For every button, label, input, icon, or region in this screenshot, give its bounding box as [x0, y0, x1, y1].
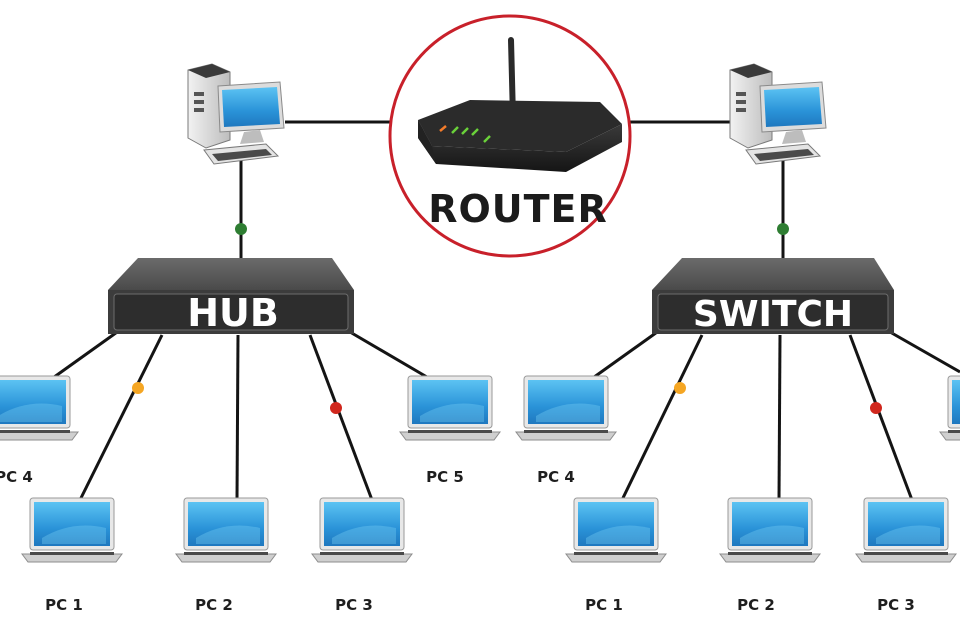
cable-switch-edge: [889, 330, 960, 374]
cable-hub-pc1: [78, 334, 164, 501]
connector-orange: [132, 382, 144, 394]
cable-switch-pc4: [589, 328, 661, 382]
laptop-icon: [0, 375, 79, 441]
hub-pc-label: PC 4: [0, 468, 33, 486]
hub-pc-label: PC 1: [45, 596, 83, 614]
connector-red: [870, 402, 882, 414]
laptop-icon: [311, 497, 413, 563]
connector-red: [330, 402, 342, 414]
laptop-icon: [939, 375, 960, 441]
switch-pc-label: PC 2: [737, 596, 775, 614]
router-label: ROUTER: [428, 187, 608, 231]
laptop-icon: [565, 497, 667, 563]
cable-hub-pc3: [308, 334, 374, 501]
cable-hub-pc4: [49, 328, 121, 382]
laptop-icon: [399, 375, 501, 441]
hub-device: [108, 258, 354, 334]
hub-pc-label: PC 5: [426, 468, 464, 486]
switch-pc-label: PC 4: [537, 468, 575, 486]
cable-hub-pc5: [349, 330, 433, 382]
desktop-computer-icon: [187, 63, 285, 165]
switch-label: SWITCH: [693, 294, 853, 335]
switch-pc-label: PC 1: [585, 596, 623, 614]
switch-device: [652, 258, 894, 334]
laptop-icon: [515, 375, 617, 441]
laptop-icon: [21, 497, 123, 563]
connector-green: [235, 223, 247, 235]
cable-switch-pc1: [620, 334, 704, 501]
connector-orange: [674, 382, 686, 394]
laptop-icon: [855, 497, 957, 563]
hub-pc-label: PC 2: [195, 596, 233, 614]
router-icon: [418, 37, 622, 172]
cable-hub-pc2: [235, 334, 240, 501]
desktop-computer-icon: [729, 63, 827, 165]
laptop-icon: [719, 497, 821, 563]
connector-green: [777, 223, 789, 235]
switch-pc-label: PC 3: [877, 596, 915, 614]
cable-switch-pc2: [777, 334, 782, 501]
hub-label: HUB: [187, 291, 279, 335]
laptop-icon: [175, 497, 277, 563]
cable-switch-pc3: [848, 334, 914, 501]
hub-pc-label: PC 3: [335, 596, 373, 614]
